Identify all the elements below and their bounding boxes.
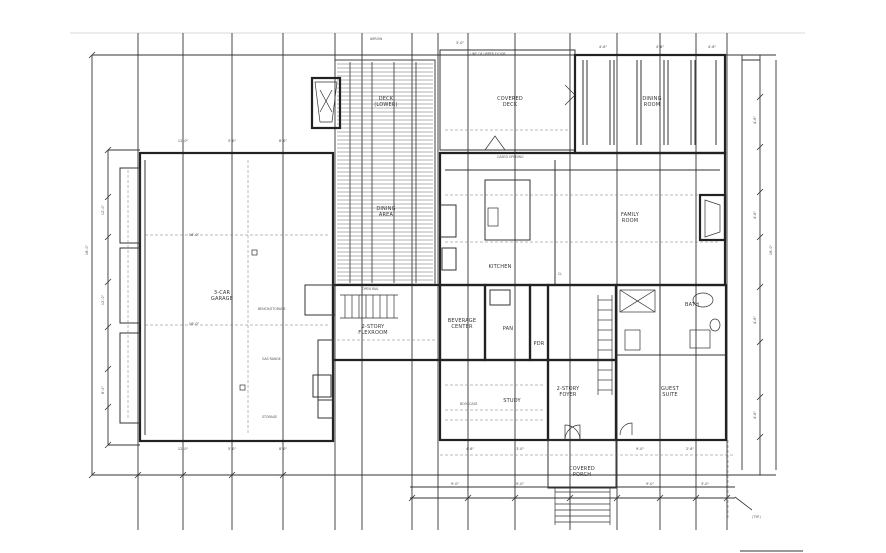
dim-v1: 16'-0" — [85, 244, 89, 255]
note-typ: (TYP.) — [752, 515, 761, 519]
dim-19: 9'-0" — [646, 482, 654, 486]
guest-suite-label-2: SUITE — [662, 392, 678, 398]
dim-12: 4'-6" — [599, 45, 607, 49]
dim-5: 5'-0" — [228, 447, 236, 451]
dining-room-walls — [573, 53, 727, 155]
dim-17: 9'-0" — [451, 482, 459, 486]
pan-label: PAN — [503, 326, 514, 332]
dim-9: 9'-0" — [636, 447, 644, 451]
note-storage: STORAGE — [262, 415, 277, 419]
dining-area-label: DINING — [376, 206, 395, 212]
kitchen-label: KITCHEN — [488, 264, 511, 270]
foyer-label: 2-STORY — [557, 386, 581, 392]
grid-lines — [91, 33, 777, 530]
dim-4: 12'-0" — [178, 447, 189, 451]
garage-label-2: GARAGE — [211, 296, 233, 302]
note-arrow-top: ARROW — [370, 37, 383, 41]
dim-15: 16'-0" — [189, 233, 200, 237]
guest-suite-label: GUEST — [661, 386, 680, 392]
dim-v6: 4'-6" — [753, 116, 757, 124]
note-cased-opening: CASED OPENING — [497, 155, 524, 159]
beverage-center-label: BEVERAGE — [448, 318, 476, 324]
note-bookcase: BOOKCASE — [460, 402, 478, 406]
covered-deck-label: COVERED — [497, 96, 523, 102]
lower-walls — [304, 283, 728, 442]
covered-porch-label-2: PORCH — [573, 472, 591, 478]
covered-deck-label-2: DECK — [503, 102, 518, 108]
family-room-label-2: ROOM — [622, 218, 638, 224]
pdr-label: PDR — [534, 341, 545, 347]
dim-13: 4'-6" — [656, 45, 664, 49]
grill-fixture — [310, 76, 342, 130]
deck-label-2: (LOWER) — [374, 102, 397, 108]
main-walls — [438, 151, 727, 287]
dim-16: 16'-0" — [189, 322, 200, 326]
flex-room-label: 2-STORY — [362, 324, 386, 330]
dim-11: 3'-0" — [456, 41, 464, 45]
note-open-rail: OPEN RAIL — [362, 287, 379, 291]
dining-area-label-2: AREA — [379, 212, 394, 218]
dim-v2: 12'-0" — [101, 204, 105, 215]
dimension-ticks — [88, 51, 764, 502]
dim-18: 9'-0" — [516, 482, 524, 486]
dim-7: 4'-6" — [466, 447, 474, 451]
note-bench-storage: BENCH/STORAGE — [258, 307, 285, 311]
foyer-label-2: FOYER — [559, 392, 577, 398]
note-upper-floor: LINE OF UPPER FLOOR — [470, 52, 506, 56]
beverage-center-label-2: CENTER — [451, 324, 473, 330]
dim-1: 12'-0" — [178, 139, 189, 143]
dim-3: 8'-0" — [279, 139, 287, 143]
note-gas-range: GAS RANGE — [262, 357, 281, 361]
family-room-label: FAMILY — [621, 212, 640, 218]
dining-room-label: DINING — [642, 96, 661, 102]
dim-10: 2'-6" — [686, 447, 694, 451]
deck-label: DECK — [379, 96, 394, 102]
dining-room-label-2: ROOM — [644, 102, 660, 108]
deck-boards — [337, 62, 433, 285]
dim-8: 3'-0" — [516, 447, 524, 451]
garage-label: 3-CAR — [214, 290, 231, 296]
covered-porch-label: COVERED — [569, 466, 595, 472]
study-label: STUDY — [503, 398, 521, 404]
dim-20: 3'-0" — [701, 482, 709, 486]
note-closet: CL — [558, 272, 562, 276]
covered-porch — [440, 439, 753, 525]
dim-2: 5'-0" — [228, 139, 236, 143]
dim-v3: 12'-0" — [101, 294, 105, 305]
dim-v4: 8'-0" — [101, 386, 105, 394]
dim-v9: 4'-6" — [753, 411, 757, 419]
dim-v7: 4'-6" — [753, 211, 757, 219]
dim-14: 4'-6" — [708, 45, 716, 49]
dim-v5: 16'-0" — [769, 244, 773, 255]
dim-6: 8'-0" — [279, 447, 287, 451]
flex-room-label-2: FLEXROOM — [358, 330, 388, 336]
bath-label: BATH — [685, 302, 699, 308]
dim-v8: 4'-6" — [753, 316, 757, 324]
